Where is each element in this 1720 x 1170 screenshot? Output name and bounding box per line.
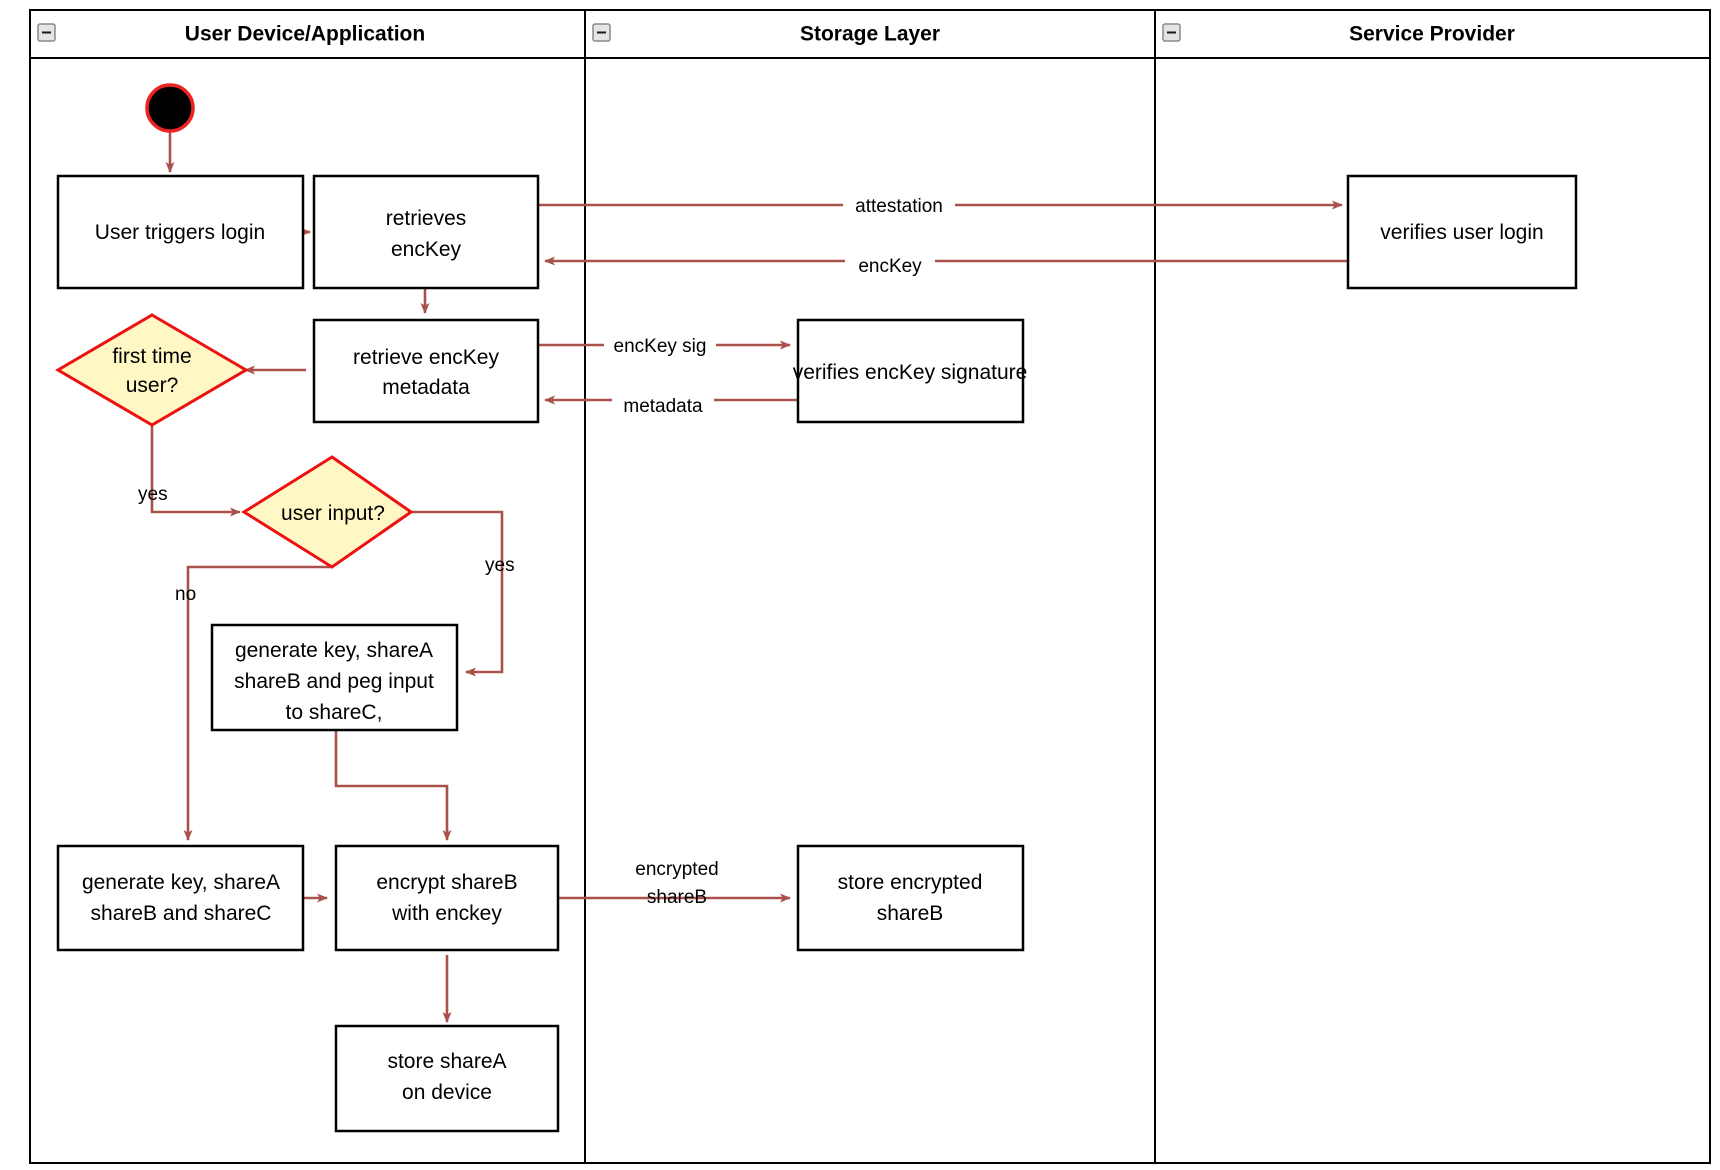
- svg-text:encKey sig: encKey sig: [614, 336, 707, 357]
- decision-label-line2: user?: [126, 374, 179, 397]
- node-label-line1: retrieve encKey: [353, 346, 499, 369]
- svg-text:attestation: attestation: [855, 196, 943, 217]
- guard-label-no-user-input: no: [175, 584, 196, 605]
- node-encrypt-shareb[interactable]: encrypt shareB with enckey: [334, 844, 560, 952]
- node-label-line2: metadata: [382, 376, 470, 399]
- svg-text:metadata: metadata: [623, 396, 703, 417]
- lane-storage-layer[interactable]: Storage Layer: [584, 9, 1156, 1164]
- node-store-encrypted-shareb[interactable]: store encrypted shareB: [796, 844, 1025, 952]
- node-label-line2: shareB: [877, 902, 944, 925]
- lane-header-user-device[interactable]: [29, 9, 586, 59]
- lane-title-storage-layer: Storage Layer: [800, 23, 940, 46]
- collapse-minus-icon[interactable]: [37, 23, 56, 42]
- decision-first-time-user[interactable]: first time user?: [55, 313, 249, 427]
- node-label-line1: encrypt shareB: [376, 871, 517, 894]
- svg-text:yes: yes: [138, 484, 168, 505]
- edge-label-attestation: attestation: [843, 190, 955, 217]
- svg-text:encrypted: encrypted: [635, 859, 718, 880]
- lane-header-storage-layer[interactable]: [584, 9, 1156, 59]
- node-label: verifies user login: [1380, 221, 1543, 244]
- initial-node[interactable]: [145, 83, 195, 133]
- edge-label-enckey-sig: encKey sig: [604, 332, 716, 358]
- edge-label-encrypted-shareb: encrypted shareB: [622, 855, 732, 908]
- node-label-line3: to shareC,: [286, 701, 383, 724]
- lane-header-service-provider[interactable]: [1154, 9, 1711, 59]
- node-label: User triggers login: [95, 221, 265, 244]
- node-generate-key-shares[interactable]: generate key, shareA shareB and shareC: [56, 844, 305, 952]
- decision-label-line1: first time: [112, 345, 191, 368]
- node-label-line1: store encrypted: [838, 871, 983, 894]
- svg-text:shareB: shareB: [647, 887, 707, 908]
- node-label-line2: shareB and peg input: [234, 670, 434, 693]
- edge-peg-to-encrypt: [334, 730, 452, 841]
- lane-title-service-provider: Service Provider: [1349, 23, 1515, 46]
- node-label-line1: generate key, shareA: [82, 871, 280, 894]
- node-retrieves-enckey[interactable]: retrieves encKey: [312, 174, 540, 290]
- node-verifies-user-login[interactable]: verifies user login: [1346, 174, 1578, 290]
- node-retrieve-enckey-metadata[interactable]: retrieve encKey metadata: [312, 318, 540, 424]
- decision-user-input[interactable]: user input?: [241, 455, 414, 569]
- edge-first-time-yes: [150, 415, 241, 517]
- lane-title-user-device: User Device/Application: [185, 23, 425, 46]
- node-label-line1: retrieves: [386, 207, 467, 230]
- guard-label-yes-user-input: yes: [485, 555, 515, 576]
- node-verifies-enckey-signature[interactable]: verifies encKey signature: [793, 318, 1028, 424]
- node-label: verifies encKey signature: [793, 361, 1028, 384]
- edge-user-input-no: [183, 565, 332, 841]
- node-label-line2: with enckey: [391, 902, 502, 925]
- decision-label: user input?: [281, 502, 385, 525]
- svg-text:no: no: [175, 584, 196, 605]
- node-generate-key-peg[interactable]: generate key, shareA shareB and peg inpu…: [210, 623, 459, 732]
- collapse-minus-icon[interactable]: [1162, 23, 1181, 42]
- node-label-line2: on device: [402, 1081, 492, 1104]
- node-label-line2: encKey: [391, 238, 462, 261]
- lane-body-storage-layer: [584, 57, 1156, 1164]
- node-user-triggers-login[interactable]: User triggers login: [56, 174, 305, 290]
- node-store-sharea-on-device[interactable]: store shareA on device: [334, 1024, 560, 1133]
- svg-text:encKey: encKey: [858, 256, 922, 277]
- node-label-line2: shareB and shareC: [91, 902, 272, 925]
- edge-label-enckey: encKey: [845, 250, 935, 277]
- edge-user-input-yes: [410, 510, 504, 677]
- edge-label-metadata: metadata: [612, 390, 714, 417]
- guard-label-yes-first-time: yes: [138, 484, 168, 505]
- svg-text:yes: yes: [485, 555, 515, 576]
- node-label-line1: store shareA: [387, 1050, 506, 1073]
- collapse-minus-icon[interactable]: [592, 23, 611, 42]
- node-label-line1: generate key, shareA: [235, 639, 433, 662]
